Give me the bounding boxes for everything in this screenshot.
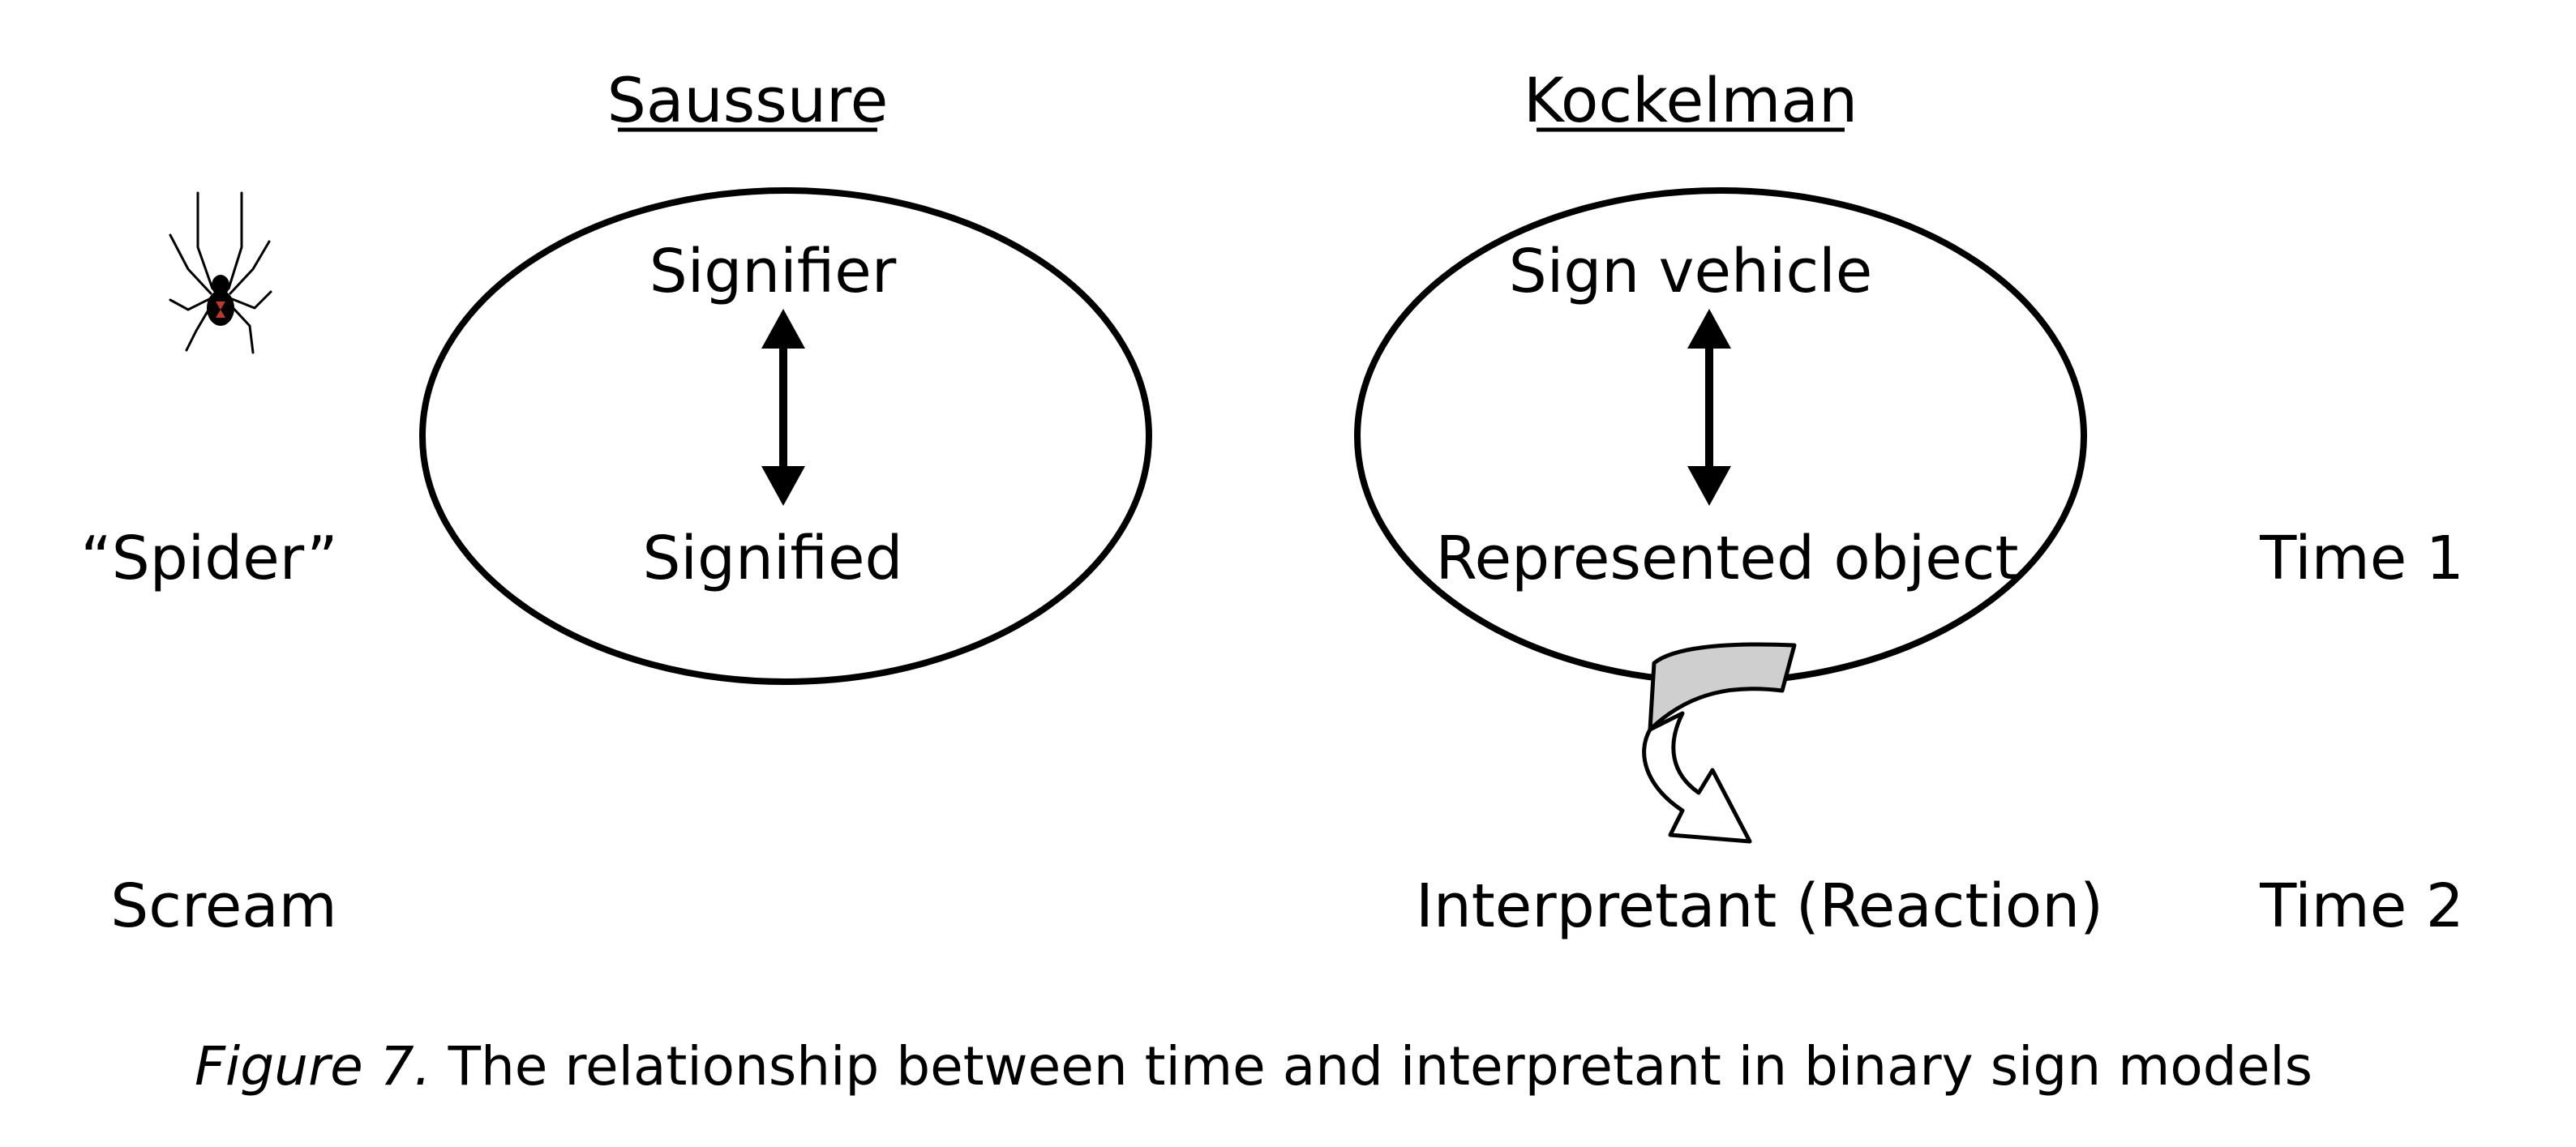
figure-number: Figure 7.	[195, 1035, 431, 1098]
saussure-ellipse	[419, 187, 1152, 685]
represented-object-label: Represented object	[1436, 524, 2019, 593]
spider-word-label: “Spider”	[80, 524, 337, 593]
interpretant-label: Interpretant (Reaction)	[1416, 871, 2103, 941]
spider-icon	[169, 191, 272, 354]
curved-arrow-icon	[1642, 642, 1797, 844]
signifier-label: Signifier	[649, 237, 897, 306]
saussure-heading: Saussure	[607, 64, 889, 136]
signified-label: Signified	[642, 524, 902, 593]
kockelman-heading: Kockelman	[1524, 64, 1858, 136]
figure-caption: Figure 7. The relationship between time …	[195, 1035, 2312, 1098]
caption-text: The relationship between time and interp…	[431, 1035, 2312, 1098]
scream-label: Scream	[110, 871, 336, 941]
sign-vehicle-label: Sign vehicle	[1509, 237, 1872, 306]
double-arrow-icon	[761, 309, 805, 506]
time-2-label: Time 2	[2259, 871, 2464, 941]
time-1-label: Time 1	[2259, 524, 2464, 593]
double-arrow-icon	[1687, 309, 1731, 506]
